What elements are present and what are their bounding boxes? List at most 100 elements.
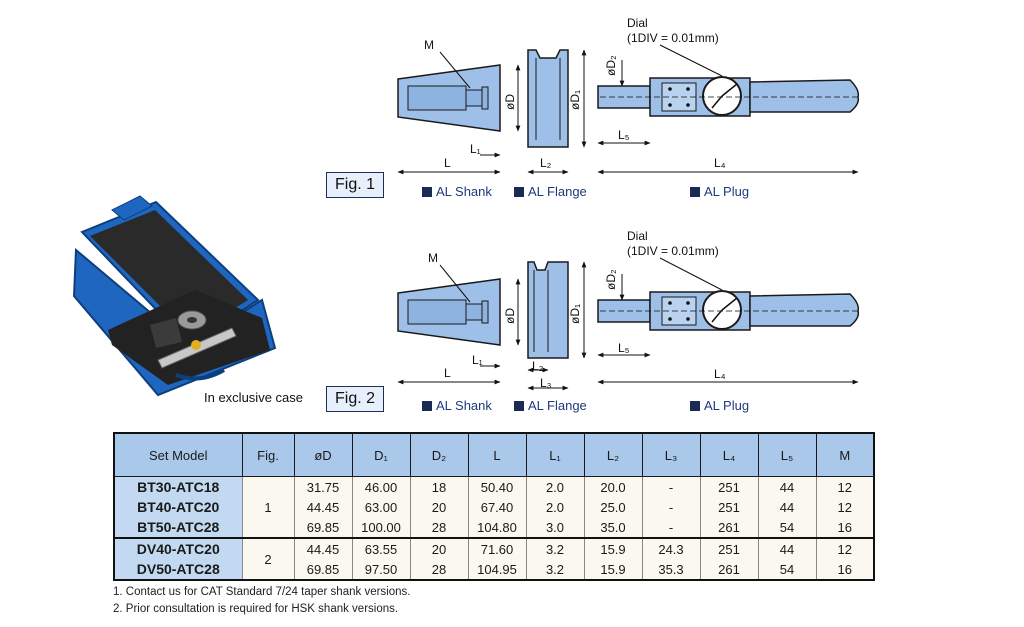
fig1-label-l1: L₁: [470, 142, 481, 156]
fig1-drawing: [397, 44, 860, 175]
cell-l: 50.40: [467, 476, 527, 497]
cell-m: 12: [815, 476, 875, 497]
cell-d1: 46.00: [351, 476, 411, 497]
cell-d2: 28: [409, 559, 469, 581]
fig1-dial-label: Dial: [627, 16, 648, 30]
cell-d1: 100.00: [351, 517, 411, 538]
fig1-label-l: L: [444, 156, 451, 170]
cell-od: 69.85: [293, 559, 353, 581]
cell-d2: 18: [409, 476, 469, 497]
fig1-label-d2: øD₂: [604, 55, 618, 76]
fig1-label-d1: øD₁: [568, 89, 582, 110]
table-row: BT50-ATC28 69.85 100.00 28 104.80 3.0 35…: [113, 517, 875, 538]
cell-l5: 44: [757, 497, 817, 517]
cell-l1: 3.0: [525, 517, 585, 538]
footnote-2: 2. Prior consultation is required for HS…: [113, 603, 399, 615]
header-set-model: Set Model: [113, 432, 243, 477]
table-row: DV40-ATC20 2 44.45 63.55 20 71.60 3.2 15…: [113, 537, 875, 580]
cell-l4: 251: [699, 537, 759, 559]
header-l1: L₁: [525, 432, 585, 477]
cell-l1: 2.0: [525, 476, 585, 497]
cell-l3: -: [641, 517, 701, 538]
cell-d2: 20: [409, 497, 469, 517]
fig1-legend-flange: AL Flange: [514, 184, 587, 199]
header-m: M: [815, 432, 875, 477]
cell-m: 16: [815, 559, 875, 581]
row-fig: 2: [241, 537, 295, 580]
cell-od: 69.85: [293, 517, 353, 538]
cell-l2: 15.9: [583, 559, 643, 581]
cell-l: 104.80: [467, 517, 527, 538]
cell-l4: 261: [699, 517, 759, 538]
row-fig: 1: [241, 476, 295, 538]
fig2-badge: Fig. 2: [326, 386, 385, 412]
cell-l4: 261: [699, 559, 759, 581]
cell-od: 44.45: [293, 537, 353, 559]
case-caption: In exclusive case: [204, 390, 303, 405]
fig1-badge: Fig. 1: [326, 172, 385, 198]
cell-od: 31.75: [293, 476, 353, 497]
fig2-label-d2: øD₂: [604, 269, 618, 290]
row-model: DV40-ATC20: [113, 537, 243, 559]
fig1-label-m: M: [424, 38, 434, 52]
row-model: BT50-ATC28: [113, 517, 243, 538]
legend-square-icon: [422, 186, 432, 197]
fig2-legend-flange: AL Flange: [514, 398, 587, 413]
fig1-label-l2: L₂: [540, 156, 552, 170]
header-l5: L₅: [757, 432, 817, 477]
cell-l: 67.40: [467, 497, 527, 517]
fig2-drawing: [397, 257, 860, 391]
cell-l1: 3.2: [525, 537, 585, 559]
fig2-legend-shank: AL Shank: [422, 398, 492, 413]
legend-square-icon: [514, 400, 524, 411]
cell-l5: 44: [757, 476, 817, 497]
cell-l5: 54: [757, 559, 817, 581]
cell-l4: 251: [699, 497, 759, 517]
cell-l5: 54: [757, 517, 817, 538]
fig2-dial-label: Dial: [627, 229, 648, 243]
cell-l3: 24.3: [641, 537, 701, 559]
header-l4: L₄: [699, 432, 759, 477]
header-d2: D₂: [409, 432, 469, 477]
legend-square-icon: [690, 400, 700, 411]
fig1-legend-plug: AL Plug: [690, 184, 749, 199]
cell-l2: 35.0: [583, 517, 643, 538]
fig2-label-l2: L₂: [532, 359, 544, 373]
header-fig: Fig.: [241, 432, 295, 477]
fig1-label-l5: L₅: [618, 128, 630, 142]
legend-square-icon: [514, 186, 524, 197]
cell-d2: 28: [409, 517, 469, 538]
fig1-dial-div: (1DIV = 0.01mm): [627, 31, 719, 45]
fig2-label-d: øD: [503, 308, 517, 324]
fig2-label-d1: øD₁: [568, 303, 582, 324]
header-l: L: [467, 432, 527, 477]
cell-l2: 20.0: [583, 476, 643, 497]
cell-l5: 44: [757, 537, 817, 559]
header-l3: L₃: [641, 432, 701, 477]
legend-square-icon: [690, 186, 700, 197]
fig2-legend-plug: AL Plug: [690, 398, 749, 413]
fig2-label-l1: L₁: [472, 353, 483, 367]
cell-od: 44.45: [293, 497, 353, 517]
header-d1: D₁: [351, 432, 411, 477]
cell-l3: -: [641, 497, 701, 517]
table-row: BT30-ATC18 1 31.75 46.00 18 50.40 2.0 20…: [113, 476, 875, 538]
row-model: DV50-ATC28: [113, 559, 243, 581]
table-row: DV50-ATC28 69.85 97.50 28 104.95 3.2 15.…: [113, 559, 875, 581]
cell-l1: 3.2: [525, 559, 585, 581]
cell-l3: -: [641, 476, 701, 497]
row-model: BT30-ATC18: [113, 476, 243, 497]
fig1-label-d: øD: [503, 94, 517, 110]
fig2-label-l4: L₄: [714, 367, 726, 381]
cell-l2: 15.9: [583, 537, 643, 559]
fig1-legend-shank: AL Shank: [422, 184, 492, 199]
cell-d1: 63.00: [351, 497, 411, 517]
fig2-dial-div: (1DIV = 0.01mm): [627, 244, 719, 258]
cell-l4: 251: [699, 476, 759, 497]
legend-square-icon: [422, 400, 432, 411]
cell-l3: 35.3: [641, 559, 701, 581]
cell-m: 12: [815, 537, 875, 559]
cell-l: 104.95: [467, 559, 527, 581]
carry-case-image: [72, 195, 277, 397]
